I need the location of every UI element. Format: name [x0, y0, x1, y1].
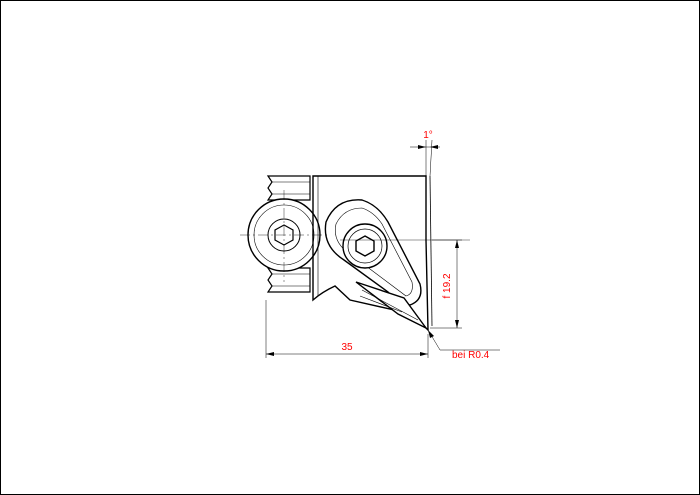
holder-body	[312, 175, 433, 332]
dimension-arrows	[266, 145, 459, 356]
radius-label: bei R0.4	[452, 350, 490, 361]
cutting-insert	[355, 281, 427, 329]
insert-screw	[342, 223, 388, 269]
clamp-body	[266, 175, 311, 293]
height-dimension-label: f 19.2	[442, 273, 453, 298]
angle-label: 1°	[423, 130, 433, 141]
width-dimension-label: 35	[341, 342, 353, 353]
